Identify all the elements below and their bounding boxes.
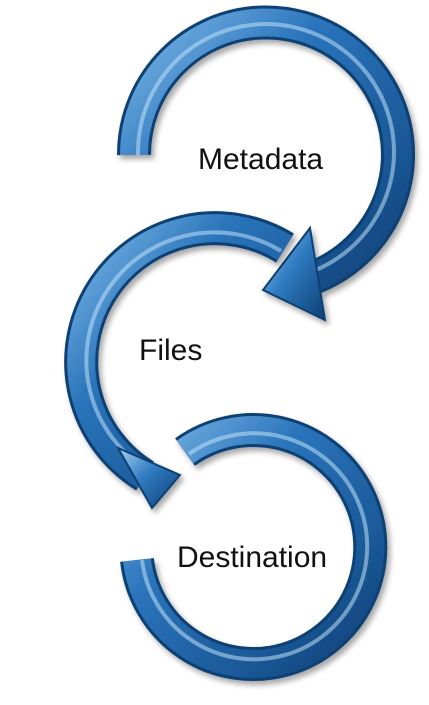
metadata-arrow (116, 5, 415, 322)
step-label-metadata: Metadata (198, 143, 323, 176)
destination-arrow (120, 413, 388, 681)
files-arrow (64, 211, 294, 510)
step-label-destination: Destination (177, 541, 327, 574)
files-arrowhead (115, 445, 182, 510)
step-label-files: Files (139, 334, 202, 367)
metadata-arrowhead (261, 225, 327, 322)
